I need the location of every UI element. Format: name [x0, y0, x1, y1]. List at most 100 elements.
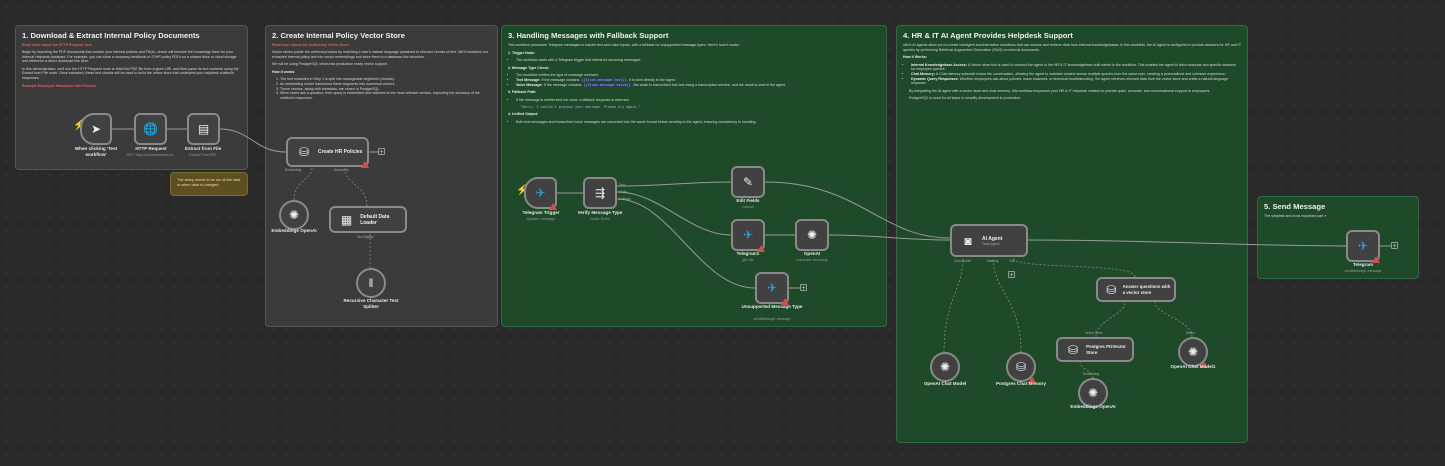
telegram1-node[interactable]: ✈	[731, 219, 765, 252]
note-steps: The text extracted in Step 1 is split in…	[272, 77, 491, 100]
note-heading: How it works:	[272, 69, 296, 74]
note-heading: 2. Message Type Check:	[508, 65, 550, 70]
node-sublabel: sendMessage: message	[1344, 269, 1382, 273]
openai-chat-model1-node[interactable]: ✺	[1178, 337, 1208, 368]
node-label: Verify Message Type	[577, 210, 623, 215]
openai-icon: ✺	[939, 360, 951, 374]
note-item: The workflow verifies the type of messag…	[516, 73, 880, 78]
manual-trigger-node[interactable]: ➤	[80, 113, 112, 145]
port-label: Audio	[619, 190, 628, 194]
note-text: PostgreSQL is used for all steps to simp…	[909, 96, 1022, 101]
default-data-loader-node[interactable]: ▦ Default Data Loader	[329, 206, 407, 233]
wire-chatmodel-agent	[943, 257, 964, 353]
globe-icon: 🌐	[143, 122, 158, 136]
node-sublabel: GET: https://s3.amazonaws.co...	[126, 153, 176, 157]
sticky-note-messages[interactable]: 3. Handling Messages with Fallback Suppo…	[501, 25, 887, 327]
edit-fields-node[interactable]: ✎	[731, 166, 765, 198]
node-label: Extract from File	[184, 146, 222, 151]
text-splitter-node[interactable]: ‖	[356, 268, 386, 298]
database-icon: ⛁	[1015, 360, 1027, 374]
extract-from-file-node[interactable]: ▤	[187, 113, 220, 145]
port-label: Document	[334, 168, 349, 172]
note-item-text: A Vector store tool is used to connect t…	[911, 62, 1236, 72]
note-heading: 3. Fallback Path:	[508, 90, 537, 95]
node-sublabel: mode: Rules	[590, 217, 610, 221]
note-title: 3. Handling Messages with Fallback Suppo…	[508, 31, 669, 40]
openai-icon: ✺	[806, 228, 818, 242]
create-hr-policies-node[interactable]: ⛁ Create HR Policies	[286, 137, 369, 168]
node-label: Postgres PGVector Store	[1086, 344, 1126, 355]
add-node-button[interactable]: +	[1391, 242, 1398, 250]
add-node-button[interactable]: +	[800, 284, 807, 292]
warning-icon	[361, 161, 369, 168]
wire-pgstore-answer	[1095, 301, 1126, 338]
port-label: Model	[1186, 331, 1195, 335]
warning-icon	[1372, 256, 1380, 263]
note-link[interactable]: Read more about the In-Memory Vector Sto…	[272, 43, 350, 47]
add-tool-button[interactable]: +	[1008, 271, 1015, 279]
note-text: The simplest and most important part ●	[1264, 214, 1412, 219]
note-text-inner: The simplest and most important part	[1264, 214, 1324, 218]
node-label: OpenAI Chat Model1	[1170, 364, 1216, 369]
warning-icon	[1028, 376, 1036, 383]
port-label: Embedding	[1083, 372, 1100, 376]
postgres-chat-memory-node[interactable]: ⛁	[1006, 352, 1036, 383]
note-item: The workflow starts with a Telegram trig…	[516, 58, 880, 63]
note-item: Internal Knowledgebase Access: A Vector …	[911, 63, 1241, 72]
note-item: Chat Memory: A Chat memory subnode track…	[911, 72, 1241, 77]
openai-chat-model-node[interactable]: ✺	[930, 352, 960, 382]
ai-agent-node[interactable]: ◙ AI Agent Tools Agent	[950, 224, 1028, 257]
document-icon: ▦	[340, 212, 353, 227]
note-link[interactable]: Example Employee Handbook with Policies	[22, 83, 97, 88]
http-request-node[interactable]: 🌐	[134, 113, 167, 145]
trigger-bolt-icon: ⚡	[516, 185, 529, 196]
robot-icon: ◙	[964, 233, 972, 248]
sticky-note-send[interactable]: 5. Send Message The simplest and most im…	[1257, 196, 1419, 279]
node-sublabel: sendMessage: message	[753, 317, 791, 321]
embeddings-openai-node[interactable]: ✺	[279, 200, 309, 230]
note-list: The workflow starts with a Telegram trig…	[508, 58, 880, 63]
node-label: Default Data Loader	[360, 213, 390, 226]
note-title: 5. Send Message	[1264, 202, 1326, 211]
sticky-note-download[interactable]: 1. Download & Extract Internal Policy Do…	[15, 25, 248, 170]
node-label: Embeddings OpenAI	[271, 228, 317, 233]
note-item-text: Whether employees ask about policies, le…	[911, 76, 1229, 86]
answer-vector-store-node[interactable]: ⛁ Answer questions with a vector store	[1096, 277, 1176, 302]
note-item-text: A Chat memory subnode tracks the convers…	[935, 71, 1226, 76]
openai-icon: ✺	[1187, 345, 1199, 359]
note-text: This workflow processes Telegram message…	[508, 43, 740, 47]
wire-edit-agent	[764, 181, 951, 239]
note-link[interactable]: Read more about the HTTP Request Tool	[22, 43, 92, 47]
note-item: Dynamic Query Responses: Whether employe…	[911, 77, 1241, 86]
add-node-button[interactable]: +	[378, 148, 385, 156]
note-text: Vector stores power the retrieval proces…	[272, 50, 489, 59]
node-sublabel: Extract From PDF	[189, 153, 217, 157]
node-label: OpenAI	[803, 251, 821, 256]
inline-code: {{$json.message.text}}	[580, 77, 628, 82]
node-label: Answer questions with a vector store	[1122, 284, 1171, 295]
cursor-icon: ➤	[90, 122, 102, 136]
wire-memory-agent	[992, 257, 1022, 353]
telegram-trigger-node[interactable]: ✈	[524, 177, 557, 210]
telegram-send-node[interactable]: ✈	[1346, 230, 1380, 263]
verify-message-type-node[interactable]: ⇶	[583, 177, 617, 209]
sticky-note-warning[interactable]: The setup needs to be run at the start o…	[170, 172, 248, 196]
postgres-pgvector-node[interactable]: ⛁ Postgres PGVector Store	[1056, 337, 1134, 362]
embeddings-openai-2-node[interactable]: ✺	[1078, 378, 1108, 408]
warning-icon	[757, 245, 765, 252]
node-sublabel: manual	[742, 205, 754, 209]
node-label: Edit Fields	[736, 198, 760, 203]
database-icon: ⛁	[1068, 342, 1079, 357]
unsupported-message-node[interactable]: ✈	[755, 272, 789, 305]
wire-extract-create	[219, 128, 287, 153]
emoji-icon: ●	[1324, 214, 1327, 218]
note-title: 4. HR & IT AI Agent Provides Helpdesk Su…	[903, 31, 1073, 40]
openai-transcribe-node[interactable]: ✺	[795, 219, 829, 251]
note-step: These vectors, along with metadata, are …	[280, 87, 491, 92]
database-icon: ⛁	[298, 145, 310, 159]
node-label: Recursive Character Text Splitter	[343, 298, 399, 309]
agent-labels: AI Agent Tools Agent	[982, 236, 1002, 246]
note-text: In this demonstration, we'll use the HTT…	[22, 66, 239, 80]
note-text: The setup needs to be run at the start o…	[177, 178, 241, 187]
